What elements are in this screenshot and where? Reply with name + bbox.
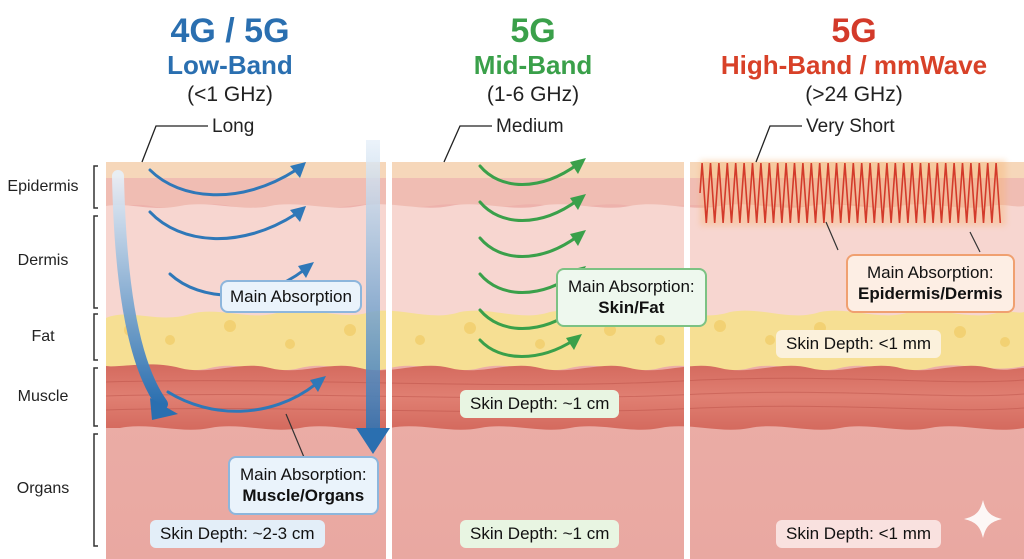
high-band-absorption-target: Epidermis/Dermis	[858, 284, 1003, 304]
layer-label-muscle: Muscle	[17, 388, 69, 405]
band-subtitle-mid: Mid-Band	[473, 50, 593, 80]
low-band-absorption-target: Muscle/Organs	[242, 486, 365, 506]
low-band-skin-depth: Skin Depth: ~2-3 cm	[150, 520, 325, 548]
high-band-skin-depth-fat: Skin Depth: <1 mm	[776, 330, 942, 358]
band-subtitle-high: High-Band / mmWave	[720, 50, 988, 80]
band-title-high: 5G	[831, 12, 877, 50]
column-dividers	[386, 152, 690, 559]
wavelength-label-mid: Medium	[496, 116, 564, 137]
low-band-absorption-tag-text: Main Absorption	[230, 287, 352, 306]
wavelength-leaders	[141, 125, 802, 163]
band-range-high: (>24 GHz)	[805, 83, 903, 106]
mid-band-absorption-prefix: Main Absorption:	[568, 277, 695, 296]
sparkle-icon	[964, 500, 1002, 538]
band-title-low: 4G / 5G	[170, 12, 290, 50]
band-header-mid: 5G Mid-Band (1-6 GHz)	[373, 14, 693, 105]
mid-band-skin-depth: Skin Depth: ~1 cm	[460, 520, 620, 548]
mid-band-absorption-callout: Main Absorption: Skin/Fat	[556, 268, 707, 327]
layer-label-dermis: Dermis	[17, 252, 69, 269]
mid-band-absorption-target: Skin/Fat	[598, 298, 665, 318]
high-band-absorption-prefix: Main Absorption:	[866, 263, 994, 282]
layer-label-organs: Organs	[16, 480, 70, 497]
high-band-absorption-callout: Main Absorption: Epidermis/Dermis	[846, 254, 1015, 313]
band-range-low: (<1 GHz)	[187, 83, 273, 106]
low-band-absorption-callout: Main Absorption: Muscle/Organs	[228, 456, 379, 515]
wavelength-label-low: Long	[212, 116, 255, 137]
low-band-absorption-prefix: Main Absorption:	[240, 465, 367, 484]
band-subtitle-low: Low-Band	[167, 50, 293, 80]
layer-label-fat: Fat	[31, 328, 55, 345]
high-band-wave	[699, 160, 1006, 253]
band-header-low: 4G / 5G Low-Band (<1 GHz)	[70, 14, 390, 105]
layer-brackets	[93, 165, 98, 547]
high-band-skin-depth: Skin Depth: <1 mm	[776, 520, 942, 548]
wavelength-label-high: Very Short	[806, 116, 895, 137]
low-band-absorption-tag: Main Absorption	[220, 280, 362, 314]
band-range-mid: (1-6 GHz)	[486, 83, 580, 106]
band-header-high: 5G High-Band / mmWave (>24 GHz)	[694, 14, 1014, 105]
low-band-arrows	[112, 140, 390, 463]
mid-band-skin-depth-muscle: Skin Depth: ~1 cm	[460, 390, 620, 418]
layer-label-epidermis: Epidermis	[7, 178, 79, 195]
band-title-mid: 5G	[510, 12, 556, 50]
